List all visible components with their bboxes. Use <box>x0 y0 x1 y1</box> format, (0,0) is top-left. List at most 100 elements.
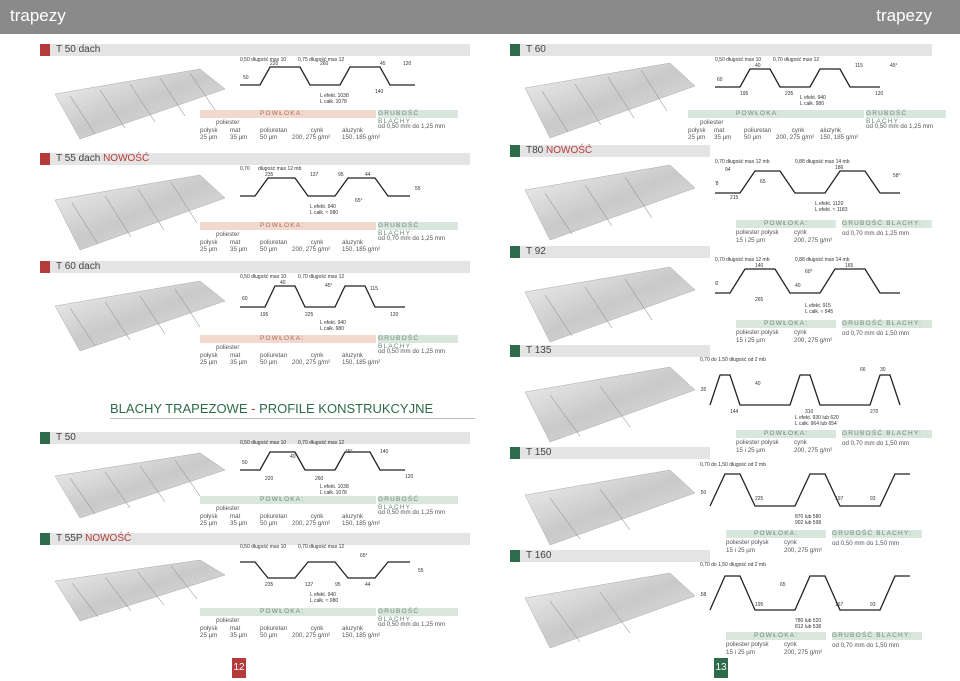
t60-dach-drawing: 0,50 długość max 10 0,70 długość max 12 … <box>240 274 405 332</box>
coating-value: 200, 275 g/m² <box>794 446 833 454</box>
dim-label: 140 <box>380 449 389 455</box>
coating-type: cynk <box>794 329 807 336</box>
dim-label: 93 <box>870 602 876 608</box>
dim-label: 58° <box>893 173 901 179</box>
section-header-t80: T80 NOWOŚĆ <box>510 145 710 157</box>
t55-dach-photo <box>54 174 226 251</box>
coating-type: cynk <box>310 512 324 520</box>
dim-label: 270 <box>870 409 879 415</box>
t60-dach-photo <box>54 280 226 352</box>
thickness-value: od 0,70 mm do 1,25 mm <box>378 235 446 242</box>
section-name: T 60 dach <box>56 261 101 272</box>
dim-label: 265 <box>755 297 764 303</box>
dim-label: 60 <box>242 296 248 302</box>
coating-value: 15 i 25 µm <box>736 446 766 454</box>
new-badge: NOWOŚĆ <box>85 533 132 544</box>
dim-label: 135 <box>700 387 707 393</box>
thickness-value: od 0,70 mm do 1,25 mm <box>842 230 910 237</box>
new-badge: NOWOŚĆ <box>103 153 150 164</box>
coating-type: aluzynk <box>342 126 363 134</box>
dim-label: 870 lub 580 <box>795 514 821 520</box>
coating-value: 50 µm <box>260 246 278 253</box>
coating-type: połysk <box>200 126 218 134</box>
section-name: T 55P <box>56 533 83 544</box>
t160-photo <box>524 572 696 649</box>
dim-label: L efekt. 915 <box>805 303 831 309</box>
dim-label: 45° <box>325 283 333 289</box>
dim-label: L efekt. 930 lub 620 <box>795 415 839 421</box>
thickness-heading: GRUBOŚĆ BLACHY: <box>378 335 420 350</box>
thickness-box-t50-dach: GRUBOŚĆ BLACHY: od 0,50 mm do 1,25 mm <box>378 110 458 131</box>
coating-type: cynk <box>310 126 324 134</box>
dim-label: 902 lub 598 <box>795 520 821 526</box>
coating-value: 150, 185 g/m² <box>342 134 381 141</box>
t50-photo <box>54 452 226 519</box>
coating-value: 150, 185 g/m² <box>342 520 381 527</box>
coating-value: 15 i 25 µm <box>726 648 756 656</box>
coating-value: 200, 275 g/m² <box>794 336 833 344</box>
coating-type: mat <box>230 624 241 632</box>
coating-value: 50 µm <box>260 359 278 366</box>
coating-type: poliester połysk <box>726 641 769 648</box>
dim-label: L efekt. 940 <box>310 592 336 598</box>
thickness-heading: GRUBOŚĆ BLACHY: <box>866 110 908 125</box>
coating-value: 35 µm <box>230 359 248 366</box>
coating-heading: POWŁOKA: <box>754 632 799 639</box>
dim-label: 120 <box>405 474 414 480</box>
coating-type: cynk <box>791 126 805 134</box>
coating-value: 25 µm <box>200 134 218 141</box>
header-right-title: trapezy <box>876 6 932 25</box>
dim-label: 78 <box>715 181 719 187</box>
coating-value: 200, 275 g/m² <box>292 632 331 639</box>
dim-label: 0,70 długość max 12 <box>298 274 344 280</box>
dim-label: 137 <box>305 582 314 588</box>
thickness-box-t150: GRUBOŚĆ BLACHY: od 0,50 mm do 1,50 mm <box>832 530 922 548</box>
dim-label: 0,50 długość max 10 <box>240 274 286 280</box>
coating-type: poliuretan <box>260 512 288 520</box>
dim-label: 120 <box>403 61 412 67</box>
dim-label: 167 <box>835 602 844 608</box>
dim-label: 0,70 długość max 12 <box>298 440 344 446</box>
coating-value: 200, 275 g/m² <box>292 134 331 141</box>
section-name: T 92 <box>526 246 546 257</box>
section-name: T80 <box>526 145 544 156</box>
coating-type: poliester <box>216 617 240 624</box>
section-marker <box>510 345 520 357</box>
coating-type: cynk <box>794 439 807 446</box>
dim-label: 0,50 długość max 10 <box>240 57 286 63</box>
dim-label: L całk. ≈ 980 <box>310 210 338 216</box>
dim-label: 0,70 <box>240 166 250 172</box>
dim-label: 120 <box>875 91 884 97</box>
dim-label: 65° <box>360 553 368 559</box>
dim-label: 55 <box>415 186 421 192</box>
dim-label: 45° <box>345 449 353 455</box>
dim-label: 40 <box>290 454 296 460</box>
coating-type: poliester <box>216 119 240 126</box>
header-bar: trapezy trapezy <box>0 0 960 34</box>
dim-label: L efekt. 1038 <box>320 93 349 99</box>
new-badge: NOWOŚĆ <box>546 145 593 156</box>
t55p-photo <box>54 559 226 622</box>
dim-label: 0,70 do 1,50 długość od 2 mb <box>700 462 766 468</box>
dim-label: 95 <box>335 582 341 588</box>
dim-label: 44 <box>365 582 371 588</box>
dim-label: 0,70 do 1,50 długość od 2 mb <box>700 357 766 363</box>
coating-heading: POWŁOKA: <box>260 335 305 342</box>
dim-label: 45 <box>380 61 386 67</box>
section-name: T 50 dach <box>56 44 101 55</box>
thickness-box-t60-dach: GRUBOŚĆ BLACHY: od 0,50 mm do 1,25 mm <box>378 335 458 356</box>
coating-value: 35 µm <box>230 246 248 253</box>
section-header-t50: T 50 <box>40 432 470 444</box>
t50-dach-photo <box>54 68 226 140</box>
section-header-t50-dach: T 50 dach <box>40 44 470 56</box>
dim-label: L efekt. 940 <box>310 204 336 210</box>
thickness-box-t92: GRUBOŚĆ BLACHY: od 0,70 mm do 1,50 mm <box>842 320 932 338</box>
dim-label: L efekt. 1120 <box>815 201 844 207</box>
coating-type: poliester połysk <box>726 539 769 546</box>
section-header-t55p: T 55P NOWOŚĆ <box>40 533 470 545</box>
